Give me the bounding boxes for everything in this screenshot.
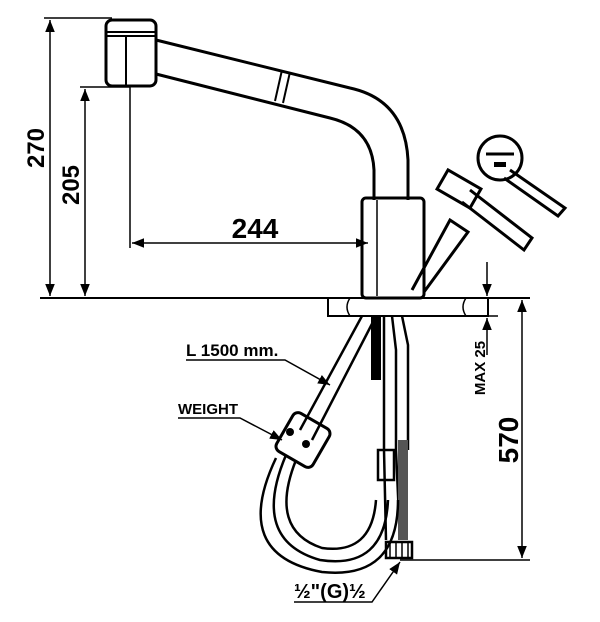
- lever-handle: [410, 167, 535, 293]
- spout-arm: [155, 38, 410, 200]
- extension-lines: [44, 17, 530, 561]
- dimension-max25: MAX 25: [472, 262, 492, 395]
- supply-hoses: [371, 315, 414, 560]
- dimension-570: 570: [493, 300, 527, 558]
- connection-label: ½"(G)½: [294, 581, 366, 603]
- hose-weight: [274, 411, 332, 469]
- lever-top-view: [476, 134, 568, 219]
- weight-label: WEIGHT: [178, 401, 238, 418]
- dimension-205: 205: [58, 89, 90, 296]
- dimension-244: 244: [132, 213, 368, 248]
- dimension-270: 270: [23, 19, 55, 296]
- dimension-244-label: 244: [232, 213, 279, 244]
- dimension-570-label: 570: [493, 417, 524, 464]
- max25-label: MAX 25: [472, 341, 489, 395]
- base-plate: [327, 297, 489, 317]
- pull-out-hose: [259, 315, 400, 574]
- dimension-270-label: 270: [23, 128, 50, 168]
- label-leaders: [178, 359, 401, 603]
- hose-length-label: L 1500 mm.: [186, 341, 278, 360]
- spout-head: [104, 18, 158, 88]
- dimension-205-label: 205: [58, 165, 85, 205]
